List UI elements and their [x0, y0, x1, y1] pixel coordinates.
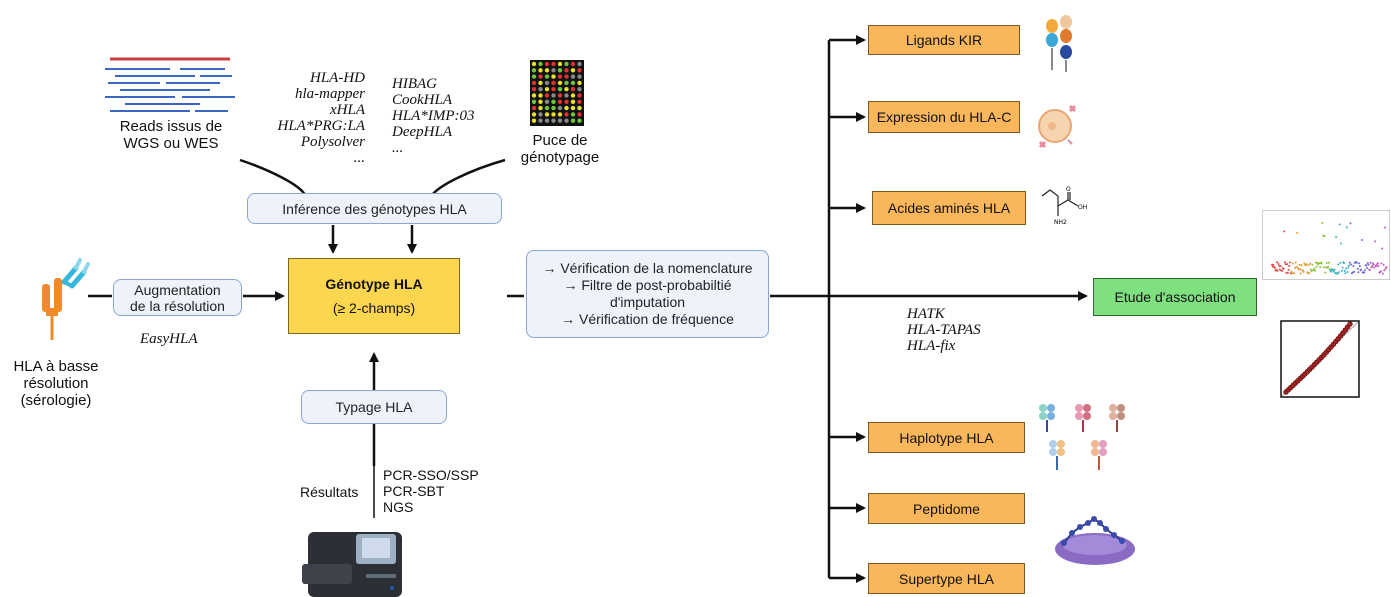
tool-item: HLA*IMP:03: [392, 108, 475, 124]
output-hla-c-expression: Expression du HLA-C: [868, 101, 1020, 133]
chip-label: Puce de génotypage: [520, 132, 600, 166]
cell-icon: [1038, 104, 1077, 149]
association-study-box: Etude d'association: [1093, 278, 1257, 316]
output-amino-acids: Acides aminés HLA: [872, 191, 1026, 225]
tool-item: HLA*PRG:LA: [277, 118, 366, 134]
genotype-title: Génotype HLA: [325, 276, 423, 292]
typing-methods-list: PCR-SSO/SSP PCR-SBT NGS: [383, 467, 479, 515]
qc-line: d'imputation: [609, 294, 686, 310]
typing-method: PCR-SSO/SSP: [383, 467, 479, 483]
chip-connector: [431, 158, 506, 196]
genotyping-chip-icon: [530, 60, 584, 126]
sequencing-tools-list: HLA-HD hla-mapper xHLA HLA*PRG:LA Polyso…: [255, 70, 366, 166]
tool-item: hla-mapper: [295, 86, 365, 102]
molecule-o: O: [1066, 186, 1071, 193]
haplotype-molecules-icon: [1039, 404, 1125, 470]
molecule-oh: OH: [1078, 204, 1087, 211]
inference-box: Inférence des génotypes HLA: [247, 193, 502, 224]
tool-item: HIBAG: [392, 76, 437, 92]
peptide-mhc-icon: [1055, 516, 1135, 565]
qc-line: → Vérification de fréquence: [561, 311, 734, 327]
tool-item: DeepHLA: [392, 124, 452, 140]
tool-item: xHLA: [330, 102, 365, 118]
tool-item: HLA-TAPAS: [907, 322, 981, 338]
tool-item: CookHLA: [392, 92, 452, 108]
qc-line: → Vérification de la nomenclature: [542, 260, 753, 276]
output-peptidome: Peptidome: [868, 493, 1025, 524]
tool-item: Polysolver: [300, 134, 365, 150]
output-supertype: Supertype HLA: [868, 563, 1025, 594]
association-tools-list: HATK HLA-TAPAS HLA-fix: [907, 306, 981, 354]
qq-plot-icon: [1280, 320, 1360, 398]
manhattan-plot-icon: [1262, 210, 1390, 280]
tool-item: HATK: [907, 306, 945, 322]
qc-line: → Filtre de post-probabiltié: [563, 277, 732, 293]
kir-receptor-icon: [1046, 15, 1072, 72]
tool-item: ...: [353, 150, 365, 166]
results-label: Résultats: [300, 484, 359, 500]
molecule-nh2: NH2: [1054, 219, 1067, 226]
typing-method: NGS: [383, 499, 414, 515]
reads-label: Reads issus de WGS ou WES: [119, 118, 223, 152]
typing-box: Typage HLA: [301, 390, 447, 424]
low-res-label: HLA à basse résolution (sérologie): [13, 358, 99, 409]
amino-acid-molecule-icon: O OH NH2: [1041, 186, 1087, 226]
genotype-subtitle: (≥ 2-champs): [332, 300, 416, 316]
genotype-box: Génotype HLA (≥ 2-champs): [288, 258, 460, 334]
imputation-tools-list: HIBAG CookHLA HLA*IMP:03 DeepHLA ...: [392, 76, 502, 156]
tool-item: HLA-fix: [907, 338, 956, 354]
antibody-icon: [42, 258, 90, 340]
typing-method: PCR-SBT: [383, 483, 445, 499]
tool-item: HLA-HD: [310, 70, 365, 86]
reads-connector: [239, 158, 307, 196]
augmentation-box: Augmentation de la résolution: [113, 279, 242, 316]
sequencer-icon: [302, 532, 402, 597]
output-ligands-kir: Ligands KIR: [868, 25, 1020, 55]
quality-control-box: → Vérification de la nomenclature → Filt…: [526, 250, 769, 338]
output-haplotype: Haplotype HLA: [868, 422, 1025, 453]
sequencing-reads-icon: [105, 57, 235, 112]
easyhla-label: EasyHLA: [140, 331, 198, 347]
tool-item: ...: [392, 140, 404, 156]
